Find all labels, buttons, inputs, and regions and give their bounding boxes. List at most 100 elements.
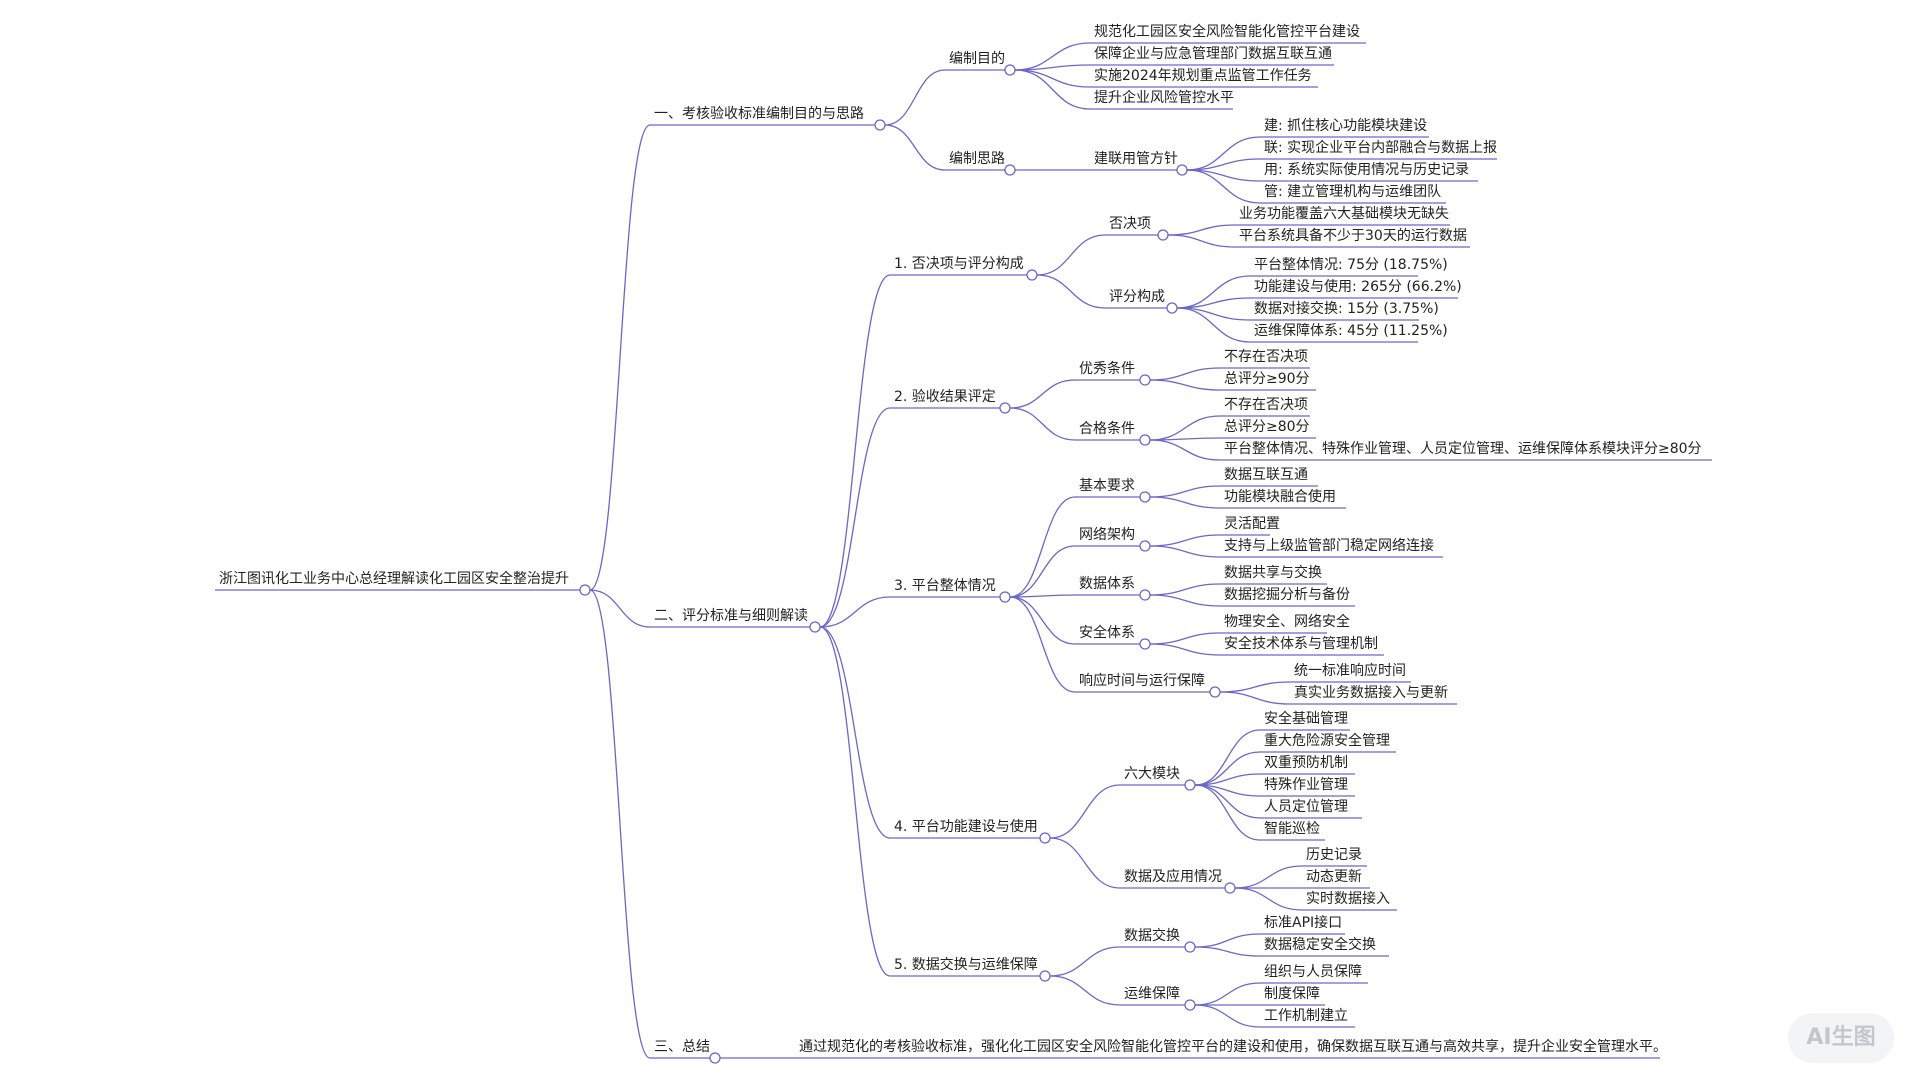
node-d4-运维保障体系-45分-11-25--connector	[1176, 307, 1251, 343]
node-d2-编制思路-label: 编制思路	[949, 151, 1005, 167]
node-d3-实施2024年规划重点监管工作任务-label: 实施2024年规划重点监管工作任务	[1094, 68, 1312, 84]
node-d3-数据交换-expander[interactable]	[1184, 941, 1196, 953]
node-d3-否决项-label: 否决项	[1109, 216, 1151, 232]
node-d2-1-否决项与评分构成-expander[interactable]	[1026, 269, 1038, 281]
node-d4-联-实现企业平台内部融合与数据上报-label: 联: 实现企业平台内部融合与数据上报	[1264, 140, 1498, 156]
node-d4-实时数据接入-label: 实时数据接入	[1306, 891, 1390, 907]
node-d4-制度保障-label: 制度保障	[1264, 986, 1320, 1002]
node-d3-数据体系-label: 数据体系	[1079, 576, 1135, 592]
node-d4-智能巡检-connector	[1194, 784, 1261, 841]
node-d4-安全技术体系与管理机制-label: 安全技术体系与管理机制	[1224, 636, 1378, 652]
root-node-expander[interactable]	[579, 584, 591, 596]
node-d4-不存在否决项-label: 不存在否决项	[1224, 397, 1308, 413]
node-d4-不存在否决项-label: 不存在否决项	[1224, 349, 1308, 365]
node-d3-运维保障-connector	[1049, 975, 1121, 1006]
node-d2-5-数据交换与运维保障-label: 5. 数据交换与运维保障	[894, 957, 1038, 973]
node-d2-4-平台功能建设与使用-connector	[819, 626, 891, 839]
node-d4-平台整体情况-特殊作业管理-人员定位管理-运维保-connector	[1149, 439, 1221, 461]
node-d1-二-评分标准与细则解读-expander[interactable]	[809, 621, 821, 633]
node-d4-组织与人员保障-label: 组织与人员保障	[1264, 964, 1362, 980]
root-node-label: 浙江图讯化工业务中心总经理解读化工园区安全整治提升	[219, 571, 569, 587]
node-d3-否决项-expander[interactable]	[1157, 229, 1169, 241]
node-d4-物理安全-网络安全-label: 物理安全、网络安全	[1224, 614, 1350, 630]
node-d4-双重预防机制-label: 双重预防机制	[1264, 755, 1348, 771]
node-d3-优秀条件-expander[interactable]	[1139, 374, 1151, 386]
node-d2-1-否决项与评分构成-connector	[819, 274, 891, 628]
node-d4-实时数据接入-connector	[1234, 887, 1303, 911]
node-d3-合格条件-label: 合格条件	[1079, 421, 1135, 437]
node-d4-真实业务数据接入与更新-label: 真实业务数据接入与更新	[1294, 685, 1448, 701]
node-d4-数据稳定安全交换-connector	[1194, 946, 1261, 957]
node-d4-总评分-90分-label: 总评分≥90分	[1224, 371, 1310, 387]
node-d4-统一标准响应时间-label: 统一标准响应时间	[1294, 663, 1406, 679]
node-d4-人员定位管理-label: 人员定位管理	[1264, 799, 1348, 815]
node-d4-灵活配置-label: 灵活配置	[1224, 516, 1280, 532]
node-d4-支持与上级监管部门稳定网络连接-label: 支持与上级监管部门稳定网络连接	[1224, 538, 1434, 554]
node-d4-数据互联互通-connector	[1149, 485, 1221, 498]
node-d2-编制思路-connector	[884, 124, 946, 171]
node-d3-建联用管方针-label: 建联用管方针	[1094, 151, 1178, 167]
node-d4-重大危险源安全管理-label: 重大危险源安全管理	[1264, 733, 1390, 749]
node-d4-统一标准响应时间-connector	[1219, 681, 1291, 693]
node-d2-5-数据交换与运维保障-expander[interactable]	[1039, 970, 1051, 982]
node-d3-数据体系-expander[interactable]	[1139, 589, 1151, 601]
node-d4-安全基础管理-connector	[1194, 729, 1261, 786]
node-d2-4-平台功能建设与使用-expander[interactable]	[1039, 832, 1051, 844]
node-d2-编制目的-label: 编制目的	[949, 51, 1005, 67]
node-d2-2-验收结果评定-connector	[819, 407, 891, 628]
node-d3-评分构成-expander[interactable]	[1166, 302, 1178, 314]
node-d4-业务功能覆盖六大基础模块无缺失-label: 业务功能覆盖六大基础模块无缺失	[1239, 206, 1449, 222]
node-d3-合格条件-expander[interactable]	[1139, 434, 1151, 446]
node-d3-数据交换-label: 数据交换	[1124, 928, 1180, 944]
node-d3-数据体系-connector	[1009, 594, 1076, 598]
node-d2-3-平台整体情况-expander[interactable]	[999, 591, 1011, 603]
node-d4-建-抓住核心功能模块建设-connector	[1186, 136, 1261, 171]
node-d3-网络架构-expander[interactable]	[1139, 540, 1151, 552]
node-d3-运维保障-expander[interactable]	[1184, 999, 1196, 1011]
node-d2-1-否决项与评分构成-label: 1. 否决项与评分构成	[894, 256, 1024, 272]
node-d4-物理安全-网络安全-connector	[1149, 632, 1221, 645]
node-d4-总评分-80分-label: 总评分≥80分	[1224, 419, 1310, 435]
node-d4-平台系统具备不少于30天的运行数据-label: 平台系统具备不少于30天的运行数据	[1239, 228, 1467, 244]
node-d2-3-平台整体情况-label: 3. 平台整体情况	[894, 578, 996, 594]
node-d4-不存在否决项-connector	[1149, 415, 1221, 441]
node-d3-数据交换-connector	[1049, 946, 1121, 977]
node-d1-一-考核验收标准编制目的与思路-connector	[589, 124, 651, 591]
ai-watermark: AI生图	[1788, 1013, 1894, 1063]
node-d4-数据共享与交换-label: 数据共享与交换	[1224, 565, 1322, 581]
node-d3-安全体系-label: 安全体系	[1079, 625, 1135, 641]
node-d2-2-验收结果评定-expander[interactable]	[999, 402, 1011, 414]
node-d2-2-验收结果评定-label: 2. 验收结果评定	[894, 389, 996, 405]
node-d4-标准API接口-label: 标准API接口	[1264, 915, 1343, 931]
node-d4-工作机制建立-connector	[1194, 1004, 1261, 1028]
node-d1-三-总结-label: 三、总结	[654, 1039, 710, 1055]
node-d4-不存在否决项-connector	[1149, 367, 1221, 381]
node-d3-运维保障-label: 运维保障	[1124, 986, 1180, 1002]
node-d3-六大模块-label: 六大模块	[1124, 766, 1180, 782]
node-d4-管-建立管理机构与运维团队-label: 管: 建立管理机构与运维团队	[1264, 184, 1442, 200]
node-d3-安全体系-expander[interactable]	[1139, 638, 1151, 650]
node-d3-网络架构-label: 网络架构	[1079, 527, 1135, 543]
node-d4-支持与上级监管部门稳定网络连接-connector	[1149, 545, 1221, 558]
node-d4-平台系统具备不少于30天的运行数据-connector	[1167, 234, 1236, 248]
node-d4-平台整体情况-75分-18-75--label: 平台整体情况: 75分 (18.75%)	[1254, 257, 1448, 273]
node-d3-数据及应用情况-connector	[1049, 837, 1121, 889]
node-d4-工作机制建立-label: 工作机制建立	[1264, 1008, 1348, 1024]
node-d4-组织与人员保障-connector	[1194, 982, 1261, 1006]
node-d4-运维保障体系-45分-11-25--label: 运维保障体系: 45分 (11.25%)	[1254, 323, 1448, 339]
node-d3-数据及应用情况-expander[interactable]	[1224, 882, 1236, 894]
node-d4-功能模块融合使用-connector	[1149, 496, 1221, 509]
node-d2-5-数据交换与运维保障-connector	[819, 626, 891, 977]
node-d3-响应时间与运行保障-expander[interactable]	[1209, 686, 1221, 698]
node-d3-提升企业风险管控水平-label: 提升企业风险管控水平	[1094, 90, 1234, 106]
node-d4-用-系统实际使用情况与历史记录-label: 用: 系统实际使用情况与历史记录	[1264, 162, 1470, 178]
node-d3-基本要求-expander[interactable]	[1139, 491, 1151, 503]
node-d3-六大模块-connector	[1049, 784, 1121, 839]
node-d4-历史记录-label: 历史记录	[1306, 847, 1362, 863]
node-d3-六大模块-expander[interactable]	[1184, 779, 1196, 791]
node-d2-通过规范化的考核验收标准-强化化工园区安全风险智-label: 通过规范化的考核验收标准，强化化工园区安全风险智能化管控平台的建设和使用，确保数…	[799, 1039, 1667, 1055]
node-d1-一-考核验收标准编制目的与思路-expander[interactable]	[874, 119, 886, 131]
node-d4-智能巡检-label: 智能巡检	[1264, 821, 1320, 837]
